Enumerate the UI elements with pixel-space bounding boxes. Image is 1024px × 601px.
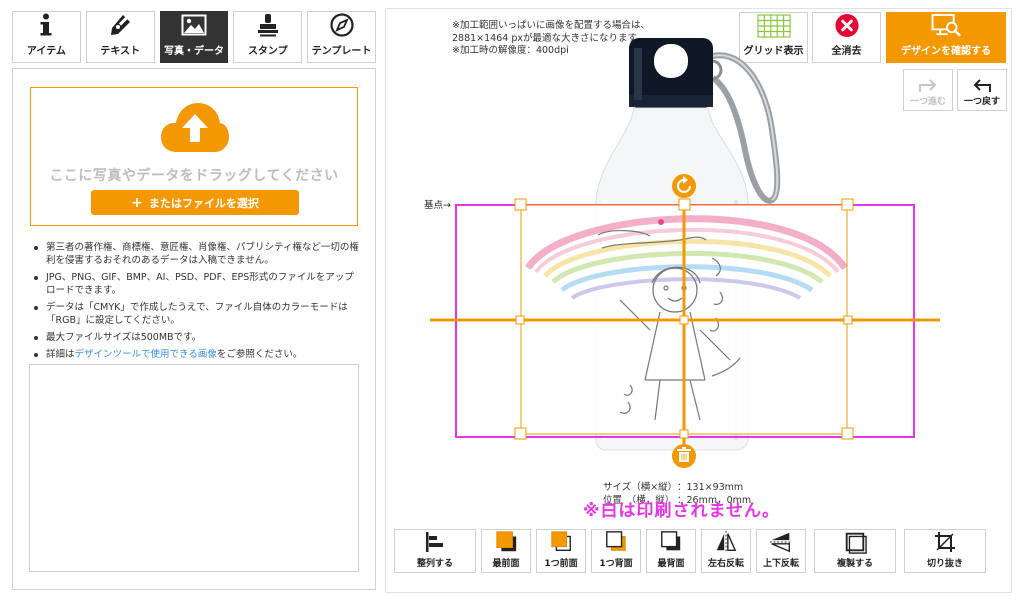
- uploaded-images-area[interactable]: [29, 364, 359, 572]
- redo-icon: [919, 79, 937, 92]
- note-item: 詳細はデザインツールで使用できる画像をご参照ください。: [30, 348, 362, 361]
- note-item: 第三者の著作権、商標権、意匠権、肖像権、パブリシティ権など一切の権利を侵害するお…: [30, 241, 362, 267]
- origin-label: 基点→: [424, 200, 451, 211]
- confirm-design-button[interactable]: デザインを確認する: [886, 12, 1006, 63]
- crop-button[interactable]: 切り抜き: [904, 529, 986, 573]
- align-left-icon: [426, 532, 443, 552]
- flip-vertical-button[interactable]: 上下反転: [756, 529, 806, 573]
- clear-all-button[interactable]: 全消去: [812, 12, 881, 63]
- position-row: 位置 （横，縦）：26mm，0mm: [603, 494, 751, 507]
- send-to-back-icon: [661, 531, 681, 551]
- tab-stamp[interactable]: スタンプ: [233, 11, 303, 63]
- selection-info: サイズ（横×縦）：131×93mm 位置 （横，縦）：26mm，0mm: [603, 481, 751, 507]
- crop-icon: [935, 532, 955, 552]
- note-item: 最大ファイルサイズは500MBです。: [30, 331, 362, 344]
- product-preview[interactable]: [420, 20, 950, 480]
- undo-button[interactable]: 一つ戻す: [957, 69, 1007, 111]
- tab-photo-data[interactable]: 写真・データ: [159, 11, 229, 63]
- crop-label: 切り抜き: [926, 559, 963, 569]
- note-line: 2881×1464 pxが最適な大きさになります。: [452, 32, 646, 44]
- pen-icon: [111, 15, 131, 35]
- drop-instructions: ここに写真やデータをドラッグしてください: [49, 168, 339, 184]
- send-backward-button[interactable]: 1つ背面: [591, 529, 641, 573]
- close-circle-icon: [834, 13, 859, 38]
- design-canvas-area: [385, 8, 1012, 593]
- image-icon: [181, 14, 207, 36]
- back-label: 最背面: [657, 559, 685, 569]
- drop-zone[interactable]: ここに写真やデータをドラッグしてください + またはファイルを選択: [30, 87, 358, 226]
- note-line: ※加工範囲いっぱいに画像を配置する場合は、: [452, 20, 650, 31]
- bring-forward-button[interactable]: 1つ前面: [536, 529, 586, 573]
- flip-vertical-icon: [769, 532, 793, 553]
- bring-forward-icon: [551, 531, 571, 551]
- undo-icon: [973, 79, 991, 92]
- note-line: ※加工時の解像度：400dpi: [452, 45, 569, 56]
- redo-button[interactable]: 一つ進む: [903, 69, 953, 111]
- grid-icon: [756, 14, 791, 38]
- upload-panel: ここに写真やデータをドラッグしてください + またはファイルを選択 第三者の著作…: [12, 68, 376, 590]
- position-key: 位置 （横，縦）: [603, 495, 675, 506]
- usable-images-link[interactable]: デザインツールで使用できる画像: [74, 349, 217, 360]
- tab-label: 写真・データ: [163, 46, 224, 57]
- tab-template[interactable]: テンプレート: [307, 11, 376, 63]
- flip-horizontal-icon: [716, 530, 737, 554]
- clear-label: 全消去: [831, 46, 862, 57]
- duplicate-label: 複製する: [836, 559, 873, 569]
- tab-text[interactable]: テキスト: [85, 11, 155, 63]
- duplicate-button[interactable]: 複製する: [814, 529, 896, 573]
- cloud-upload-icon: [161, 103, 229, 152]
- white-not-printed-warning: ※白は印刷されません。: [583, 501, 781, 521]
- rotate-handle-icon[interactable]: [672, 174, 696, 198]
- bottle-cap: [629, 38, 713, 108]
- monitor-search-icon: [931, 13, 961, 37]
- forward-label: 1つ前面: [544, 559, 578, 569]
- position-value: ：26mm，0mm: [677, 495, 752, 506]
- redo-label: 一つ進む: [909, 97, 946, 107]
- confirm-label: デザインを確認する: [901, 46, 991, 57]
- tab-label: テキスト: [100, 46, 141, 57]
- note-item: JPG、PNG、GIF、BMP、AI、PSD、PDF、EPS形式のファイルをアッ…: [30, 271, 362, 297]
- tab-label: アイテム: [26, 46, 66, 57]
- grid-label: グリッド表示: [743, 46, 804, 57]
- note-item: データは「CMYK」で作成したうえで、ファイル自体のカラーモードは「RGB」に設…: [30, 301, 362, 327]
- align-label: 整列する: [416, 559, 453, 569]
- resolution-note: ※加工範囲いっぱいに画像を配置する場合は、 2881×1464 pxが最適な大き…: [452, 20, 650, 58]
- send-backward-icon: [606, 531, 626, 551]
- duplicate-icon: [845, 532, 867, 554]
- resize-handles[interactable]: [514, 198, 854, 440]
- front-label: 最前面: [492, 559, 520, 569]
- send-to-back-button[interactable]: 最背面: [646, 529, 696, 573]
- select-file-button[interactable]: + またはファイルを選択: [91, 190, 299, 215]
- tab-label: スタンプ: [247, 46, 288, 57]
- stamp-icon: [257, 14, 278, 37]
- tab-item[interactable]: アイテム: [12, 11, 81, 63]
- plus-icon: +: [131, 194, 143, 211]
- grid-toggle-button[interactable]: グリッド表示: [739, 12, 808, 63]
- note-prefix: 詳細は: [46, 349, 75, 360]
- bring-to-front-icon: [496, 531, 517, 552]
- align-button[interactable]: 整列する: [394, 529, 476, 573]
- size-row: サイズ（横×縦）：131×93mm: [603, 481, 751, 494]
- bring-to-front-button[interactable]: 最前面: [481, 529, 531, 573]
- flip-v-label: 上下反転: [762, 559, 799, 569]
- info-icon: [40, 13, 52, 36]
- tool-tabs: アイテム テキスト 写真・データ スタンプ テンプレート: [12, 11, 376, 63]
- undo-label: 一つ戻す: [963, 97, 1000, 107]
- select-file-label: またはファイルを選択: [148, 196, 259, 210]
- backward-label: 1つ背面: [599, 559, 633, 569]
- flip-h-label: 左右反転: [707, 559, 744, 569]
- note-suffix: をご参照ください。: [216, 349, 303, 360]
- trash-icon[interactable]: [672, 444, 696, 468]
- tab-label: テンプレート: [311, 46, 372, 57]
- size-key: サイズ（横×縦）: [603, 482, 678, 493]
- size-value: ：131×93mm: [677, 482, 744, 493]
- flip-horizontal-button[interactable]: 左右反転: [701, 529, 751, 573]
- upload-notes: 第三者の著作権、商標権、意匠権、肖像権、パブリシティ権など一切の権利を侵害するお…: [30, 241, 362, 365]
- compass-icon: [329, 13, 354, 37]
